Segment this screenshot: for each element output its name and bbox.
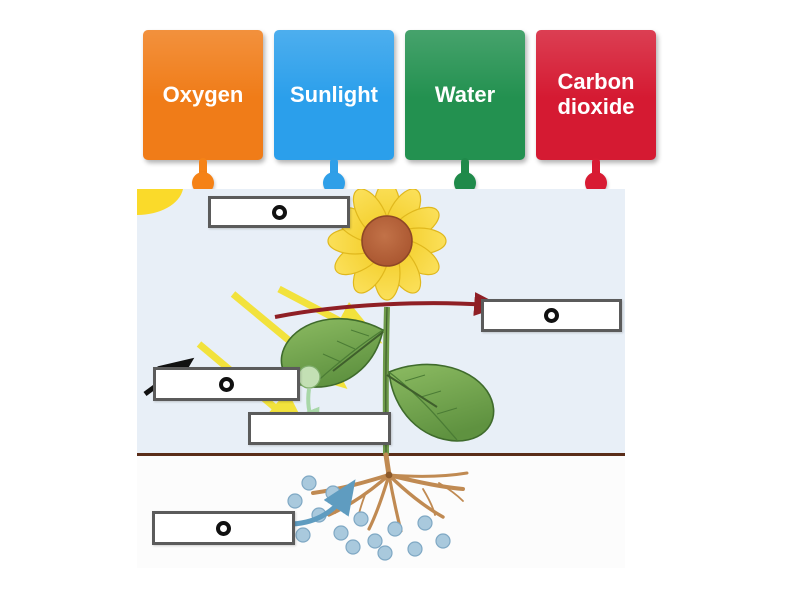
tile-connector-dot[interactable]: [192, 172, 214, 194]
answer-tile-wrapper: Water: [405, 30, 525, 194]
flower-center: [361, 215, 413, 267]
sunflower-head: [327, 189, 447, 301]
answer-tile[interactable]: Oxygen: [143, 30, 263, 160]
tile-connector-dot[interactable]: [454, 172, 476, 194]
leaf-right: [386, 363, 495, 442]
dropzone-ring-icon: [219, 376, 234, 392]
answer-tile[interactable]: Sunlight: [274, 30, 394, 160]
oxygen-release-arrow: [274, 292, 503, 319]
answer-tile-label: Oxygen: [162, 81, 244, 107]
answer-tile-label: Sunlight: [290, 81, 378, 107]
tile-connector-dot[interactable]: [585, 172, 607, 194]
answer-tile[interactable]: Water: [405, 30, 525, 160]
answer-tile[interactable]: Carbon dioxide: [536, 30, 656, 160]
tile-connector-stem: [330, 158, 338, 180]
tile-connector-dot[interactable]: [323, 172, 345, 194]
dropzone-oxygen[interactable]: [481, 299, 622, 332]
answer-tile-wrapper: Carbon dioxide: [536, 30, 656, 194]
dropzone-sunlight[interactable]: [208, 196, 350, 228]
answer-tile-wrapper: Oxygen: [143, 30, 263, 194]
answer-tile-tray: Oxygen Sunlight Water Carbon dioxide: [0, 0, 800, 194]
dropzone-water[interactable]: [152, 511, 295, 545]
dropzone-ring-icon: [544, 308, 559, 323]
stomata-marker: [297, 365, 321, 389]
dropzone-ring-icon: [216, 520, 231, 536]
dropzone-ring-icon: [271, 204, 287, 220]
sun-icon: [137, 189, 183, 216]
tile-connector-stem: [592, 158, 600, 180]
answer-tile-wrapper: Sunlight: [274, 30, 394, 194]
tile-connector-stem: [461, 158, 469, 180]
tile-connector-stem: [199, 158, 207, 180]
dropzone-glucose[interactable]: [248, 412, 391, 445]
dropzone-carbon-dioxide[interactable]: [153, 367, 300, 401]
answer-tile-label: Water: [434, 81, 496, 107]
ground-line: [137, 453, 625, 456]
answer-tile-label: Carbon dioxide: [557, 69, 635, 119]
